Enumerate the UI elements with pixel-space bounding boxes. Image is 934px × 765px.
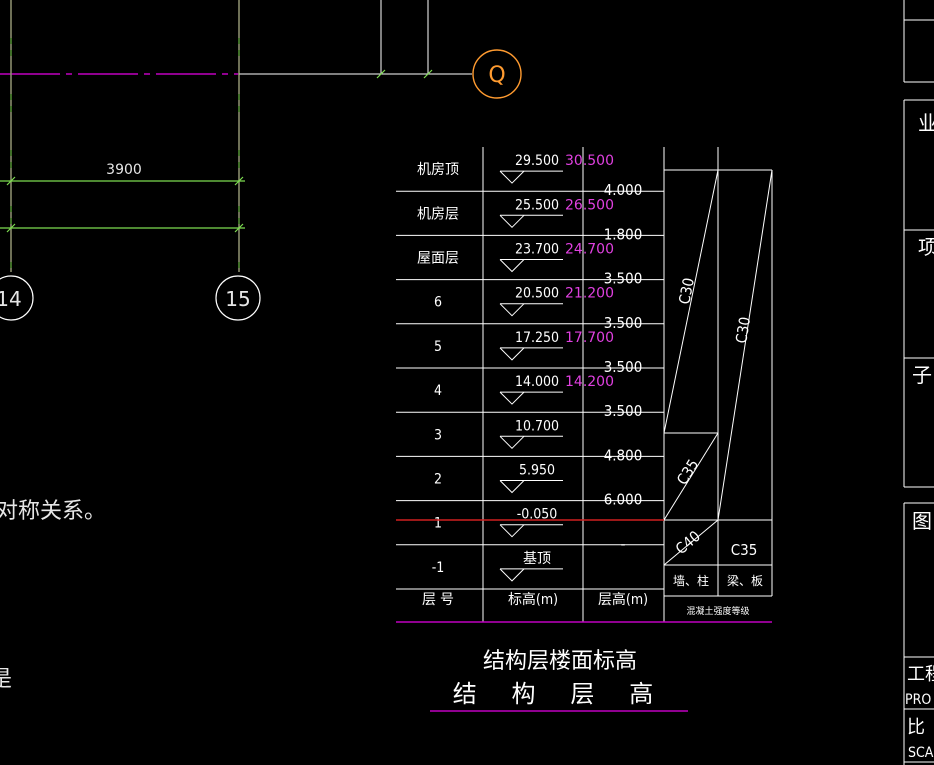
arch-elevation-value: 14.200 [565,374,614,390]
elevation-value: 14.000 [515,374,559,390]
floor-name: -1 [432,560,445,576]
arch-elevation-value: 21.200 [565,286,614,302]
axis-bubble-q [472,49,522,99]
storey-height-value: 3.500 [604,314,643,332]
floor-name: 机房层 [417,206,459,222]
floor-name: 4 [434,383,442,399]
note-fragment-2: 是 [0,667,12,692]
elevation-value: 10.700 [515,418,559,434]
dim-tick-1 [6,176,16,186]
storey-height-value: 3.500 [604,358,643,376]
axis-label-q: Q [488,63,505,88]
elevation-mark [499,259,525,273]
storey-height-value: 4.000 [604,181,643,199]
arch-elevation-value: 17.700 [565,330,614,346]
elevation-value: 5.950 [519,463,555,479]
header-wall-column: 墙、柱 [673,573,709,588]
elevation-value: 20.500 [515,286,559,302]
floor-name: 屋面层 [417,251,459,267]
dim-tick-2 [234,176,244,186]
caption-line-2: 结 构 层 高 [453,680,668,708]
axis-label-15: 15 [225,287,250,311]
table-grid-lines [482,147,773,622]
tb-zi: 子 [912,363,932,387]
tb-sca: SCA [908,745,934,761]
arch-elevation-value: 30.500 [565,153,614,169]
elevation-value: 基顶 [523,550,551,567]
axis-bubble-14 [0,275,34,321]
title-block [903,0,934,765]
elevation-mark [499,170,525,184]
tb-pro: PRO [905,692,931,708]
plan-fragment: 3900 Q 14 15 对称关系。 是 [0,0,522,692]
elevation-mark [499,303,525,317]
elevation-value: 25.500 [515,197,559,213]
elevation-mark [499,347,525,361]
storey-height-value: 3.500 [604,402,643,420]
dimension-3900: 3900 [106,162,142,178]
header-height: 层高(m) [598,591,648,608]
floor-name: 2 [434,472,442,488]
axis-bubble-15 [215,275,261,321]
tb-xiang: 项 [918,235,934,259]
header-concrete-grade: 混凝土强度等级 [686,605,749,617]
storey-height-value: - [621,535,626,553]
header-beam-slab: 梁、板 [727,573,763,588]
floor-name: 1 [434,516,442,532]
grade-c35-wall: C35 [673,456,702,488]
axis-label-14: 14 [0,287,22,311]
floor-name: 5 [434,339,442,355]
dim-tick-4 [234,223,244,233]
caption-line-1: 结构层楼面标高 [483,649,637,674]
grade-c40-wall: C40 [672,527,704,558]
dim-tick-3 [6,223,16,233]
elevation-mark [499,524,525,538]
elevation-value: 17.250 [515,330,559,346]
title-block-text: 业 项 子 图 工程 PRO 比 SCA [905,111,934,761]
grade-c30-beam: C30 [732,316,754,345]
tick-a [376,69,386,79]
elevation-value: 23.700 [515,242,559,258]
tick-b [423,69,433,79]
header-elevation: 标高(m) [508,591,558,608]
tb-bi: 比 [907,717,925,738]
floor-name: 6 [434,295,442,311]
note-fragment-1: 对称关系。 [0,499,106,524]
elevation-mark [499,435,525,450]
elevation-mark [499,480,525,494]
elevation-mark [499,568,525,582]
grade-c30-wall: C30 [675,276,698,306]
arch-elevation-value: 24.700 [565,242,614,258]
floor-name: 3 [434,427,442,443]
tb-tu: 图 [912,509,932,533]
storey-height-value: 4.800 [604,446,643,464]
storey-height-value: 1.800 [604,225,643,243]
storey-height-value: 6.000 [604,491,643,509]
elevation-value: 29.500 [515,153,559,169]
arch-elevation-value: 26.500 [565,197,614,213]
grade-c35-beam: C35 [731,541,758,559]
storey-height-value: 3.500 [604,270,643,288]
tb-ye: 业 [918,111,934,135]
floor-name: 机房顶 [417,162,459,178]
tb-gongcheng: 工程 [907,664,934,685]
elevation-mark [499,391,525,405]
elevation-mark [499,214,525,229]
elevation-value: -0.050 [517,507,558,523]
table-caption: 结构层楼面标高 结 构 层 高 [430,649,688,712]
header-floor: 层 号 [422,592,454,608]
